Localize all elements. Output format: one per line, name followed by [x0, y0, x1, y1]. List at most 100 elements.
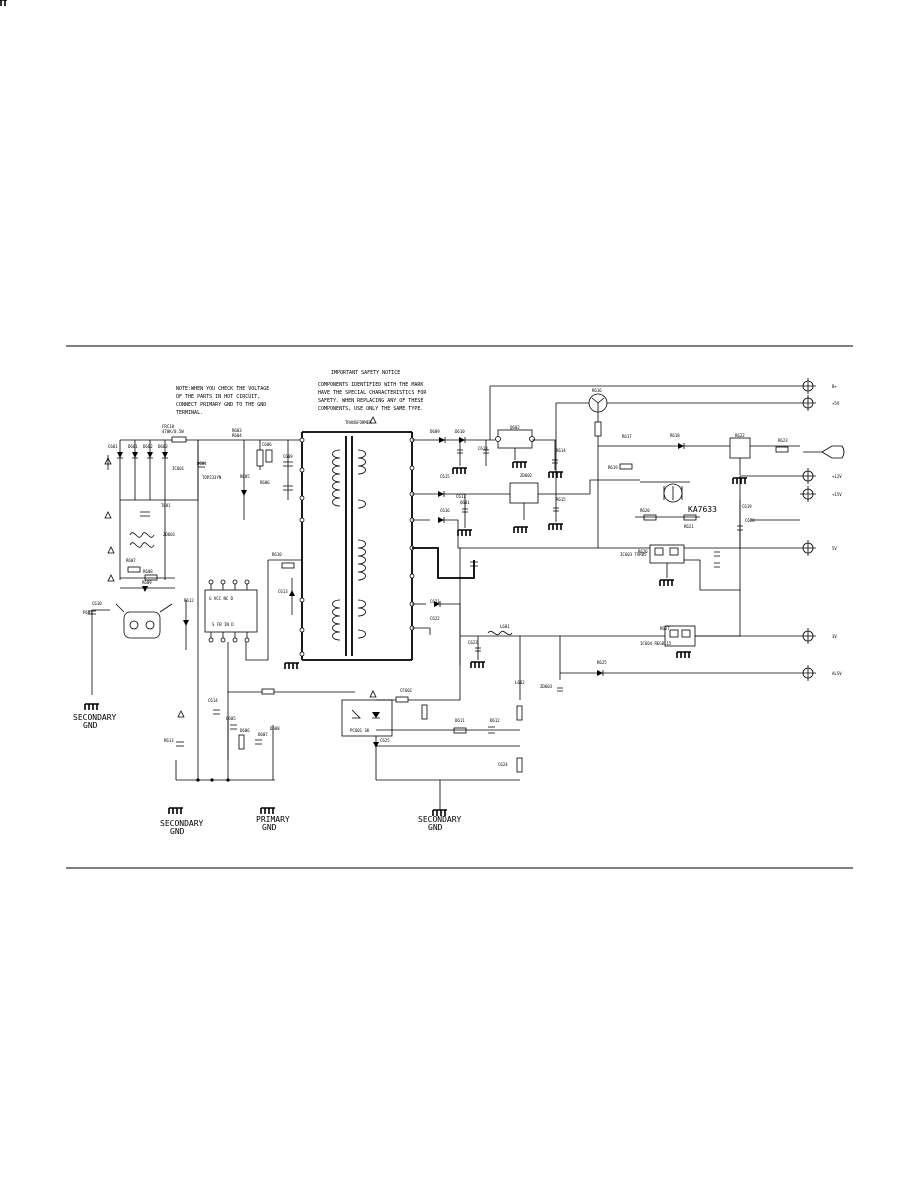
terminal-5v-a-label: +5V — [832, 401, 840, 406]
part-label: R626 — [638, 549, 648, 554]
part-label: R613 — [164, 738, 174, 743]
ic601-area: G VCC NC D S FB IN D — [175, 440, 355, 782]
part-label: R609 — [142, 580, 152, 585]
part-label: D607 — [258, 732, 268, 737]
terminal-alsv-label: ALSV — [832, 671, 842, 676]
pc601-label: PC601 SK — [350, 728, 370, 733]
part-label: R621 — [684, 524, 694, 529]
terminal-3v-label: 3V — [832, 634, 837, 639]
part-label: R603 — [232, 428, 242, 433]
ground-glyph — [0, 0, 7, 6]
part-label: C616 — [440, 508, 450, 513]
part-label: R614 — [556, 448, 566, 453]
part-label: D606 — [240, 728, 250, 733]
part-label: C609 — [283, 454, 293, 459]
note-line-2: OF THE PARTS IN HOT CIRCUIT, — [176, 394, 260, 400]
terminal-3v: 3V — [800, 628, 837, 644]
part-label: C610 — [92, 601, 102, 606]
terminal-5v-label: 5V — [832, 546, 837, 551]
part-label: C620 — [745, 518, 755, 523]
part-label: D603 — [158, 444, 168, 449]
ic601-pins-bottom: S FB IN D — [212, 622, 234, 627]
part-label: C622 — [430, 616, 440, 621]
input-section — [88, 416, 377, 718]
secondary-gnd-bottom-1: SECONDARY — [160, 819, 204, 828]
part-label: L602 — [515, 680, 525, 685]
part-label: D604 — [197, 461, 207, 466]
part-label: C621 — [430, 599, 440, 604]
note-line-4: TERMINAL. — [176, 410, 203, 416]
part-label: TOP233YN — [202, 475, 222, 480]
part-label: D609 — [430, 429, 440, 434]
part-label: C623 — [468, 640, 478, 645]
part-label: R606 — [260, 480, 270, 485]
part-label: ZD602 — [520, 473, 533, 478]
part-label: D608 — [270, 726, 280, 731]
part-label: R618 — [670, 433, 680, 438]
transformer-label: TRANSFORMER — [345, 420, 372, 425]
terminal-15v: +15V — [800, 486, 842, 502]
part-label: R610 — [272, 552, 282, 557]
part-label: R625 — [597, 660, 607, 665]
safety-line-4: COMPONENTS, USE ONLY THE SAME TYPE. — [318, 406, 423, 412]
part-label: R627 — [660, 626, 670, 631]
part-label: ZD601 — [163, 532, 176, 537]
ic601 — [204, 589, 258, 633]
ground-labels: SECONDARY GND SECONDARY GND PRIMARY GND … — [73, 713, 462, 836]
terminal-5v: 5V — [800, 540, 837, 556]
part-label: C624 — [498, 762, 508, 767]
part-label: C625 — [380, 738, 390, 743]
part-label: Q601 — [460, 500, 470, 505]
ka7633-label: KA7633 — [688, 505, 717, 514]
terminal-12v-label: +12V — [832, 474, 842, 479]
part-label: T601 — [161, 503, 171, 508]
safety-line-1: COMPONENTS IDENTIFIED WITH THE MARK — [318, 382, 423, 388]
part-label: D612 — [490, 718, 500, 723]
ic604-label: IC604 REG8L15 — [640, 641, 672, 646]
part-label: C618 — [478, 446, 488, 451]
part-label: CF601 — [400, 688, 413, 693]
safety-line-3: SAFETY. WHEN REPLACING ANY OF THESE — [318, 398, 423, 404]
part-label: R623 — [778, 438, 788, 443]
part-label: R622 — [735, 433, 745, 438]
part-label: D601 — [128, 444, 138, 449]
part-label: R608 — [143, 569, 153, 574]
secondary-side: IC603 TVR05 IC604 REG8L15 — [412, 385, 845, 700]
part-label: R615 — [556, 497, 566, 502]
secondary-gnd-mid-2: GND — [428, 823, 443, 832]
part-label: R605 — [240, 474, 250, 479]
part-label: C617 — [456, 494, 466, 499]
safety-line-2: HAVE THE SPECIAL CHARACTERISTICS FOR — [318, 390, 427, 396]
part-label: R612 — [184, 598, 194, 603]
terminal-b-plus: B+ — [800, 378, 837, 394]
part-label: R607 — [126, 558, 136, 563]
safety-notice: IMPORTANT SAFETY NOTICE COMPONENTS IDENT… — [318, 370, 427, 412]
transformer: TRANSFORMER — [299, 420, 415, 661]
safety-title: IMPORTANT SAFETY NOTICE — [331, 370, 400, 376]
part-label: R619 — [608, 465, 618, 470]
ic603-label: IC603 TVR05 — [620, 552, 647, 557]
part-label: R617 — [622, 434, 632, 439]
secondary-gnd-left-2: GND — [83, 721, 98, 730]
voltage-note: NOTE:WHEN YOU CHECK THE VOLTAGE OF THE P… — [176, 386, 269, 416]
part-label: D602 — [143, 444, 153, 449]
part-label: C613 — [278, 589, 288, 594]
part-label: IC601 — [172, 466, 185, 471]
terminal-b-plus-label: B+ — [832, 384, 837, 389]
part-label: L601 — [500, 624, 510, 629]
part-label: C615 — [440, 474, 450, 479]
part-label: D610 — [455, 429, 465, 434]
primary-gnd-2: GND — [262, 823, 277, 832]
part-label: C614 — [208, 698, 218, 703]
part-label: C606 — [262, 442, 272, 447]
terminal-5v-a: +5V — [800, 395, 840, 411]
ic601-pins-top: G VCC NC D — [209, 596, 234, 601]
part-label: 470K/0.5W — [162, 429, 184, 434]
part-label: R604 — [232, 433, 242, 438]
terminal-12v: +12V — [800, 468, 842, 484]
secondary-gnd-left-1: SECONDARY — [73, 713, 117, 722]
terminal-15v-label: +15V — [832, 492, 842, 497]
part-label: R616 — [592, 388, 602, 393]
